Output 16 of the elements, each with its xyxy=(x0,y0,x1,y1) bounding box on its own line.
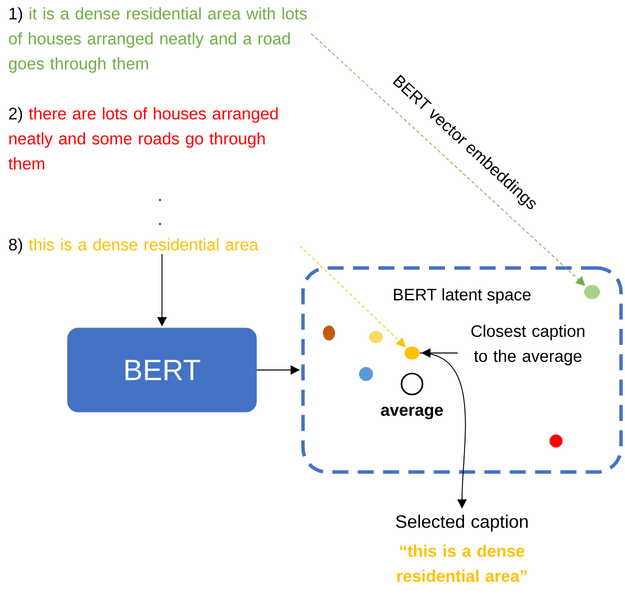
model-box: BERT xyxy=(67,328,257,412)
ellipsis-dot: . xyxy=(159,223,161,225)
ellipsis-dot: . xyxy=(159,199,161,201)
embedding-dot xyxy=(404,346,420,360)
annotation-text: Closest caption to the average xyxy=(471,324,584,366)
dot-label: average xyxy=(380,406,443,420)
embedding-dot xyxy=(550,434,562,448)
embedding-dot xyxy=(359,367,373,381)
caption-text: 1) it is a dense residential area with lots of houses arranged neatly and a road goes through them xyxy=(8,7,307,73)
arrow xyxy=(310,33,586,286)
embedding-dot xyxy=(584,285,600,299)
caption-text: 2) there are lots of houses arranged neatly and some roads go through them xyxy=(8,107,278,170)
embedding-dot xyxy=(323,326,335,340)
caption-text: 8) this is a dense residential area xyxy=(9,238,258,254)
embedding-dot xyxy=(369,331,383,343)
result-caption: Selected caption “this is a dense residential area” xyxy=(396,514,528,582)
